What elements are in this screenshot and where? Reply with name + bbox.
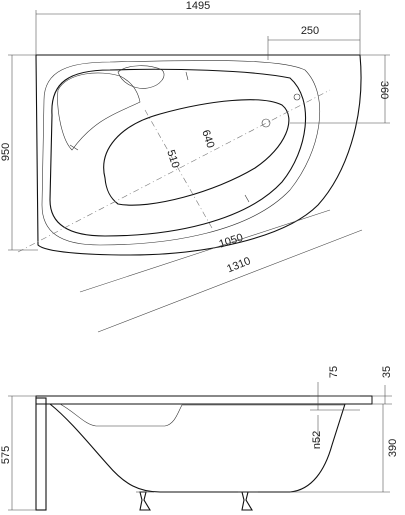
dim-label-1310: 1310 [225, 255, 252, 275]
cross-centerline [144, 109, 213, 229]
dim-label-360: 360 [378, 81, 390, 99]
dim-label-640: 640 [199, 128, 216, 149]
dim-line-1050 [79, 209, 331, 293]
front-panel [35, 397, 47, 511]
side-body-outline [49, 403, 346, 493]
headrest-outline [57, 72, 141, 151]
dim-label-250: 250 [301, 25, 319, 37]
foot-right [241, 491, 253, 511]
overflow-circle [293, 93, 301, 101]
dim-label-75: 75 [328, 366, 340, 378]
dim-label-510: 510 [164, 148, 181, 169]
dim-label-950: 950 [0, 143, 12, 161]
dim-label-n52: n52 [311, 431, 323, 449]
bathtub-basin-outline [49, 68, 307, 237]
side-rim [35, 395, 373, 405]
top-view: 1495 250 950 360 640 510 1050 1310 [0, 0, 390, 333]
rim-mark [244, 194, 250, 203]
dim-label-1050: 1050 [218, 232, 245, 251]
dim-label-575: 575 [0, 446, 12, 464]
dim-line-1310 [97, 229, 363, 333]
dim-label-390: 390 [387, 439, 399, 457]
bathtub-rim-line [41, 60, 321, 246]
drain-circle [261, 118, 271, 128]
basin-floor-oval [103, 99, 290, 206]
bathtub-outer-outline [35, 54, 362, 256]
rim-mark [185, 71, 189, 81]
dim-label-1495: 1495 [186, 0, 210, 12]
dim-label-35: 35 [381, 366, 393, 378]
headrest-pad [117, 65, 165, 89]
side-basin-profile [59, 403, 345, 427]
side-view: 575 75 35 n52 390 [0, 366, 399, 511]
rim-mark [69, 144, 79, 151]
foot-left [139, 491, 151, 511]
